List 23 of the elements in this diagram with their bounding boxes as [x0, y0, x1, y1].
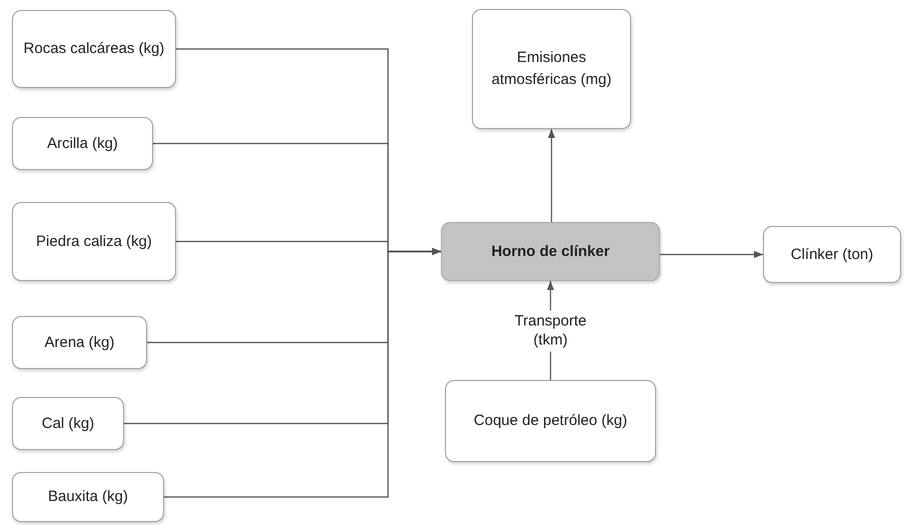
process-box: [12, 117, 153, 170]
box-label: Arena (kg): [44, 332, 115, 353]
process-box: [12, 10, 176, 88]
connector-arrow: [548, 129, 556, 222]
box-label: Coque de petróleo (kg): [474, 411, 628, 432]
box-label: Bauxita (kg): [48, 487, 128, 508]
box-label: Emisiones atmosféricas (mg): [490, 48, 613, 90]
box-label: Piedra caliza (kg): [36, 232, 152, 252]
box-label: Arcilla (kg): [47, 134, 118, 154]
process-box: [12, 397, 124, 450]
box-label: Clínker (ton): [790, 244, 874, 265]
connector-arrow: [660, 250, 763, 258]
box-label: Rocas calcáreas (kg): [24, 39, 164, 60]
process-box: [472, 9, 631, 129]
process-box: [12, 202, 176, 281]
process-box: [12, 316, 147, 369]
process-box: [12, 472, 164, 522]
process-box: [763, 226, 901, 283]
box-label: Horno de clínker: [491, 242, 610, 262]
connector-arrow: [164, 248, 441, 498]
kiln-box: [441, 222, 660, 281]
process-box: [445, 380, 656, 462]
box-label: Cal (kg): [42, 414, 94, 434]
